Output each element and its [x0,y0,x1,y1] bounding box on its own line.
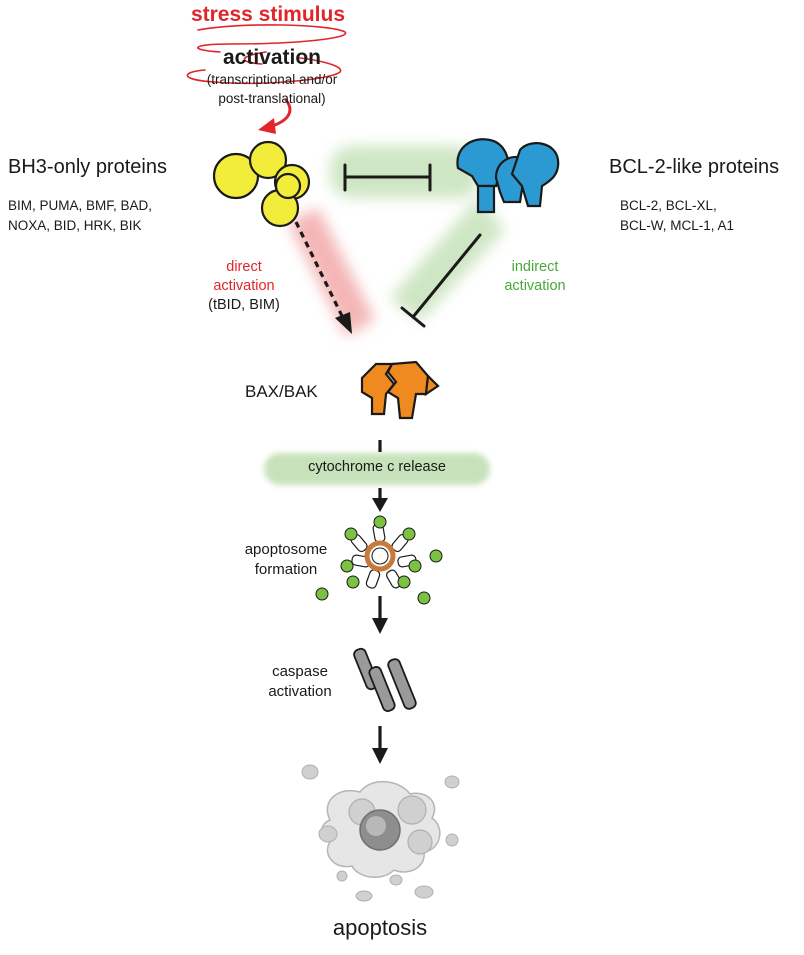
stimulus-arrow [258,98,292,134]
apoptotic-cell-icon [301,764,460,902]
caspase-label-1: caspase [272,663,328,680]
cytochrome-release-label: cytochrome c release [308,459,446,475]
inhibition-bar [343,163,432,192]
bh3-only-title: BH3-only proteins [8,156,167,178]
direct-activation-label-1: direct [226,259,262,275]
apoptosome-label-1: apoptosome [244,541,328,558]
apoptosis-label: apoptosis [332,915,428,940]
bh3-list-line-1: BIM, PUMA, BMF, BAD, [8,198,153,213]
apoptosome-label-2: formation [254,561,318,578]
bcl2-inhibits-baxbak [400,233,482,328]
stimulus-scribble [186,24,347,85]
activation-title: activation [222,46,322,69]
bcl2-like-protein-icon [456,138,560,214]
cytochrome-c-dots [315,515,443,605]
stress-stimulus-label: stress stimulus [190,3,346,26]
bh3-list-line-2: NOXA, BID, HRK, BIK [8,218,142,233]
bcl2-like-title: BCL-2-like proteins [609,156,780,178]
caspase-icon [353,647,417,712]
cascade-arrowheads [372,498,388,764]
indirect-activation-label-1: indirect [511,259,559,275]
direct-activation-glow [288,208,375,336]
activation-subtitle-2: post-translational) [218,91,326,106]
cytochrome-release-pill [264,453,490,485]
bax-bak-label: BAX/BAK [245,382,318,401]
bcl2-list-line-1: BCL-2, BCL-XL, [620,198,717,213]
bh3-only-protein-icon [212,140,311,228]
inhibition-glow [330,146,505,322]
activation-subtitle-1: (transcriptional and/or [206,72,338,87]
direct-activation-arrow [294,221,352,334]
caspase-label-2: activation [268,683,332,700]
direct-activation-examples: (tBID, BIM) [208,297,280,313]
bcl2-list-line-2: BCL-W, MCL-1, A1 [620,218,735,233]
indirect-activation-label-2: activation [504,278,566,294]
bax-bak-protein-icon [360,360,440,420]
direct-activation-label-2: activation [213,278,275,294]
